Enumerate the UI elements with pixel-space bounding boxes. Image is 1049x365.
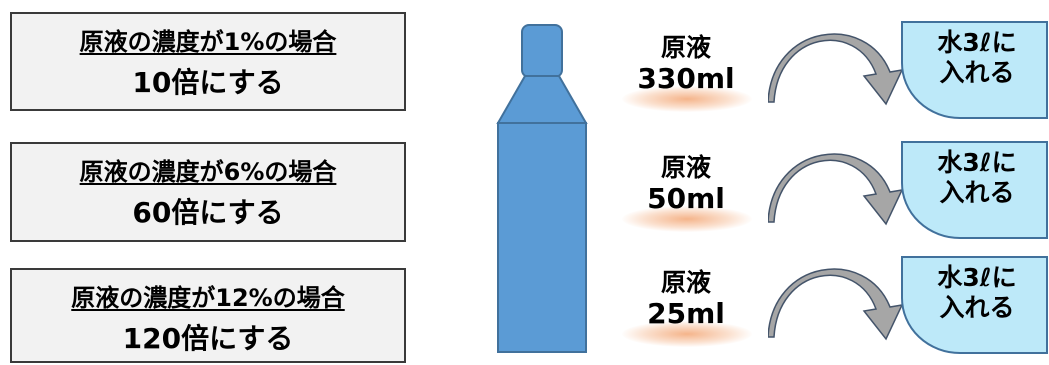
amount-label: 原液 25ml bbox=[606, 268, 766, 330]
water-bucket-icon bbox=[901, 21, 1048, 119]
water-action: 入れる bbox=[939, 178, 1015, 207]
water-action: 入れる bbox=[939, 293, 1015, 322]
amount-label-title: 原液 bbox=[660, 153, 711, 182]
condition-box-2: 原液の濃度が6%の場合 60倍にする bbox=[10, 142, 406, 242]
water-bucket-icon bbox=[901, 141, 1048, 239]
dilution-text: 10倍にする bbox=[132, 66, 284, 99]
water-instruction: 水3ℓに 入れる bbox=[914, 148, 1040, 208]
water-amount: 水3ℓに bbox=[937, 148, 1017, 177]
amount-value: 50ml bbox=[647, 181, 725, 215]
condition-text: 原液の濃度が1%の場合 bbox=[79, 28, 337, 56]
amount-label: 原液 330ml bbox=[606, 33, 766, 95]
amount-label-title: 原液 bbox=[660, 33, 711, 62]
curved-arrow-icon bbox=[768, 153, 904, 226]
curved-arrow-icon bbox=[768, 33, 904, 106]
curved-arrow-icon bbox=[768, 268, 904, 341]
dose-row-3: 原液 25ml 水3ℓに 入れる bbox=[600, 255, 1049, 365]
highlight-glow bbox=[622, 86, 752, 112]
condition-text: 原液の濃度が6%の場合 bbox=[79, 158, 337, 186]
amount-label-title: 原液 bbox=[660, 268, 711, 297]
water-amount: 水3ℓに bbox=[937, 263, 1017, 292]
water-action: 入れる bbox=[939, 58, 1015, 87]
amount-value: 25ml bbox=[647, 296, 725, 330]
water-bucket-icon bbox=[901, 256, 1048, 354]
dilution-text: 60倍にする bbox=[132, 196, 284, 229]
water-instruction: 水3ℓに 入れる bbox=[914, 28, 1040, 88]
condition-box-1: 原液の濃度が1%の場合 10倍にする bbox=[10, 12, 406, 111]
dilution-text: 120倍にする bbox=[122, 322, 294, 355]
water-instruction: 水3ℓに 入れる bbox=[914, 263, 1040, 323]
water-amount: 水3ℓに bbox=[937, 28, 1017, 57]
amount-label: 原液 50ml bbox=[606, 153, 766, 215]
highlight-glow bbox=[622, 206, 752, 232]
dose-row-1: 原液 330ml 水3ℓに 入れる bbox=[600, 20, 1049, 130]
condition-box-3: 原液の濃度が12%の場合 120倍にする bbox=[10, 268, 406, 363]
bottle-icon bbox=[496, 24, 588, 353]
condition-text: 原液の濃度が12%の場合 bbox=[71, 284, 345, 312]
amount-value: 330ml bbox=[637, 61, 735, 95]
highlight-glow bbox=[622, 321, 752, 347]
dose-row-2: 原液 50ml 水3ℓに 入れる bbox=[600, 140, 1049, 250]
